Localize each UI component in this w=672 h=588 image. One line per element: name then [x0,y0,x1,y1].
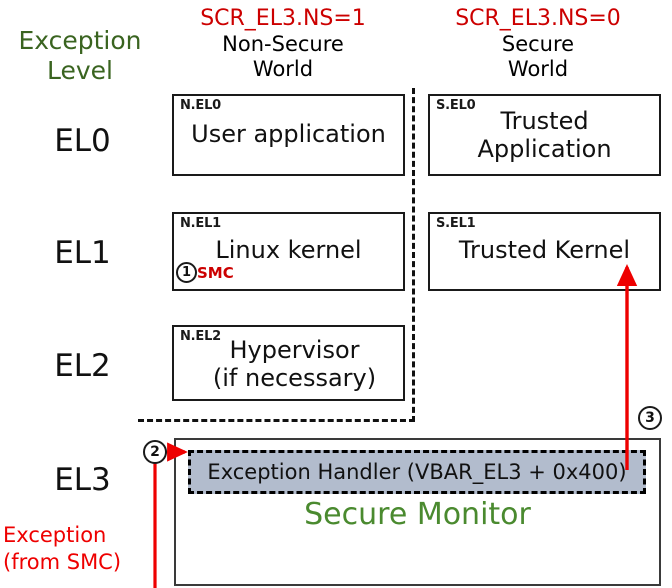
box-tag-n-el2: N.EL2 [180,329,222,344]
level-label-el0: EL0 [54,123,111,159]
box-title-trusted-application: Trusted Application [477,107,612,163]
secure-scr-register: SCR_EL3.NS=0 [455,6,621,31]
level-label-el2: EL2 [54,348,111,384]
secure-world-label: Secure World [501,32,575,81]
exception-from-smc-note: Exception (from SMC) [3,523,122,574]
box-non-secure-el0[interactable]: N.EL0 User application [172,94,405,176]
box-title-linux-kernel: Linux kernel [215,236,362,264]
exception-handler-label: Exception Handler (VBAR_EL3 + 0x400) [207,460,627,484]
level-label-el1: EL1 [54,235,111,271]
smc-label: SMC [197,264,234,282]
callout-marker-3[interactable]: 3 [638,406,662,430]
world-header-secure: SCR_EL3.NS=0 Secure World [420,6,656,82]
non-secure-world-label: Non-Secure World [222,32,344,81]
box-title-trusted-kernel: Trusted Kernel [458,236,631,264]
world-header-non-secure: SCR_EL3.NS=1 Non-Secure World [165,6,401,82]
box-non-secure-el2[interactable]: N.EL2 Hypervisor (if necessary) [172,325,405,401]
box-tag-s-el1: S.EL1 [436,216,476,231]
box-exception-handler[interactable]: Exception Handler (VBAR_EL3 + 0x400) [188,450,646,494]
box-title-user-application: User application [191,120,386,148]
box-secure-el1[interactable]: S.EL1 Trusted Kernel [428,212,661,291]
box-tag-n-el0: N.EL0 [180,98,222,113]
callout-marker-2[interactable]: 2 [143,440,167,464]
box-tag-s-el0: S.EL0 [436,98,476,113]
box-non-secure-el1[interactable]: N.EL1 Linux kernel [172,212,405,291]
box-tag-n-el1: N.EL1 [180,216,222,231]
world-separator-vertical [412,88,415,422]
non-secure-scr-register: SCR_EL3.NS=1 [200,6,366,31]
secure-monitor-title: Secure Monitor [304,497,531,532]
box-title-hypervisor: Hypervisor (if necessary) [212,336,377,392]
world-separator-horizontal [138,419,415,422]
level-label-el3: EL3 [54,462,111,498]
callout-marker-1[interactable]: 1 [176,262,197,283]
exception-level-axis-title: Exception Level [18,26,142,85]
box-secure-el0[interactable]: S.EL0 Trusted Application [428,94,661,176]
